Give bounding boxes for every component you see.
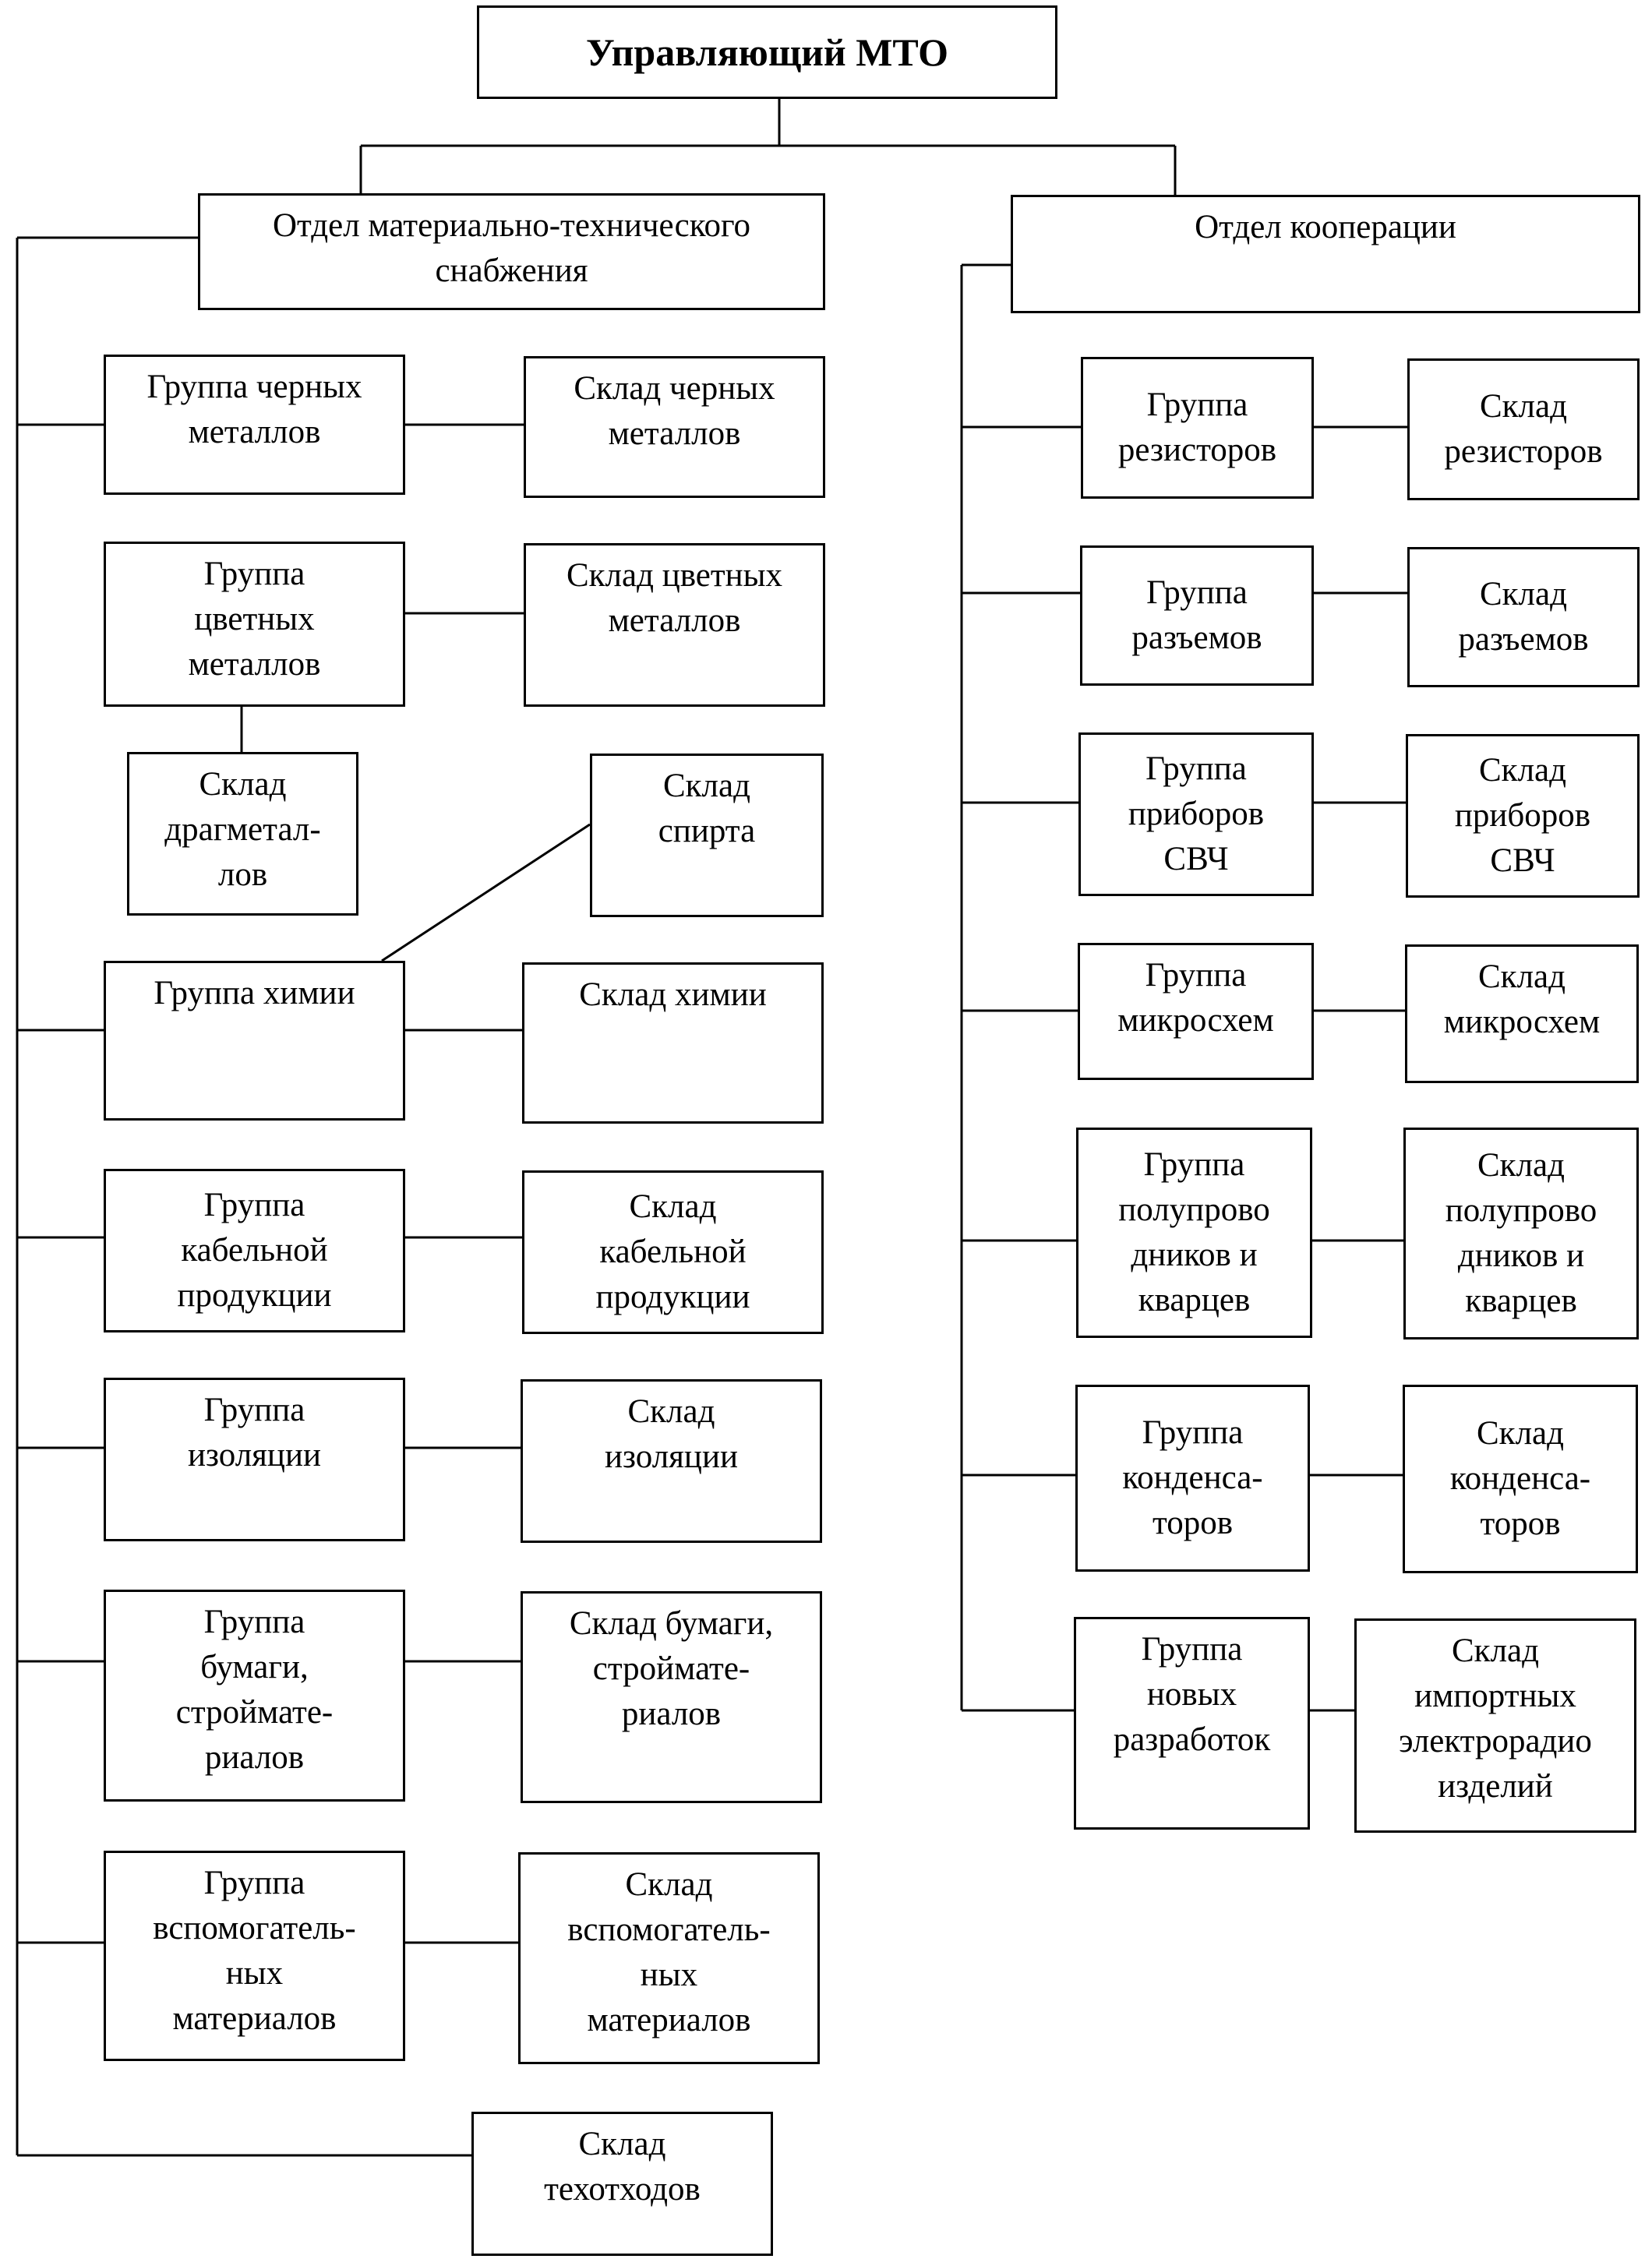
group-resistors: Группа резисторов [1081,357,1314,499]
dept-supply-box: Отдел материально-технического снабжения [198,193,825,310]
warehouse-spirit: Склад спирта [590,754,824,917]
warehouse-connectors-label: Склад разъемов [1458,576,1589,658]
warehouse-precious-metals: Склад драгметал- лов [127,752,358,916]
group-capacitors-label: Группа конденса- торов [1122,1414,1263,1541]
group-paper: Группа бумаги, стройматe- риалов [104,1590,405,1802]
group-black-metals-label: Группа черных металлов [146,369,362,450]
warehouse-waste: Склад техотходов [471,2112,773,2256]
warehouse-insulation-label: Склад изоляции [605,1393,738,1475]
warehouse-cable: Склад кабельной продукции [522,1170,824,1334]
warehouse-microcircuits: Склад микросхем [1405,944,1639,1083]
group-new-developments-label: Группа новых разработок [1113,1631,1271,1758]
root-label: Управляющий МТО [586,30,948,74]
warehouse-paper-label: Склад бумаги, стройматe- риалов [569,1605,774,1732]
dept-supply-label: Отдел материально-технического снабжения [272,207,751,289]
group-semiconductors: Группа полупрово дников и кварцев [1076,1128,1312,1338]
warehouse-microwave-label: Склад приборов СВЧ [1454,752,1591,879]
warehouse-chemistry: Склад химии [522,962,824,1124]
group-capacitors: Группа конденса- торов [1075,1385,1310,1572]
group-semiconductors-label: Группа полупрово дников и кварцев [1118,1146,1270,1318]
group-auxiliary: Группа вспомогатель- ных материалов [104,1851,405,2061]
warehouse-resistors: Склад резисторов [1407,358,1640,500]
group-color-metals-label: Группа цветных металлов [188,556,321,683]
dept-coop-label: Отдел кооперации [1195,209,1456,245]
group-black-metals: Группа черных металлов [104,355,405,495]
group-cable: Группа кабельной продукции [104,1169,405,1332]
warehouse-insulation: Склад изоляции [521,1379,822,1543]
group-chemistry-label: Группа химии [154,975,355,1011]
group-auxiliary-label: Группа вспомогатель- ных материалов [153,1865,356,2037]
group-connectors: Группа разъемов [1080,545,1314,686]
warehouse-precious-metals-label: Склад драгметал- лов [164,766,321,893]
warehouse-cable-label: Склад кабельной продукции [595,1188,750,1315]
group-insulation: Группа изоляции [104,1378,405,1541]
warehouse-auxiliary-label: Склад вспомогатель- ных материалов [567,1866,771,2038]
root-box: Управляющий МТО [477,5,1057,99]
warehouse-microcircuits-label: Склад микросхем [1443,958,1601,1040]
warehouse-chemistry-label: Склад химии [579,976,767,1013]
warehouse-color-metals: Склад цветных металлов [524,543,825,707]
group-microcircuits: Группа микросхем [1078,943,1314,1080]
group-paper-label: Группа бумаги, стройматe- риалов [175,1604,334,1776]
group-insulation-label: Группа изоляции [188,1392,321,1474]
dept-coop-box: Отдел кооперации [1011,195,1640,313]
group-color-metals: Группа цветных металлов [104,542,405,707]
warehouse-auxiliary: Склад вспомогатель- ных материалов [518,1852,820,2064]
group-new-developments: Группа новых разработок [1074,1617,1310,1830]
warehouse-waste-label: Склад техотходов [544,2126,701,2208]
warehouse-capacitors: Склад конденса- торов [1403,1385,1638,1573]
group-microwave: Группа приборов СВЧ [1078,732,1314,896]
warehouse-imported-label: Склад импортных электрорадио изделий [1399,1632,1592,1805]
warehouse-capacitors-label: Склад конденса- торов [1449,1415,1591,1542]
group-cable-label: Группа кабельной продукции [177,1187,332,1314]
warehouse-color-metals-label: Склад цветных металлов [566,557,783,639]
group-connectors-label: Группа разъемов [1131,574,1262,656]
warehouse-imported: Склад импортных электрорадио изделий [1354,1618,1636,1833]
warehouse-connectors: Склад разъемов [1407,547,1640,687]
warehouse-semiconductors: Склад полупрово дников и кварцев [1403,1128,1639,1339]
group-chemistry: Группа химии [104,961,405,1121]
group-microwave-label: Группа приборов СВЧ [1128,750,1265,877]
warehouse-semiconductors-label: Склад полупрово дников и кварцев [1445,1147,1597,1319]
warehouse-spirit-label: Склад спирта [658,768,756,849]
warehouse-black-metals: Склад черных металлов [524,356,825,498]
group-resistors-label: Группа резисторов [1117,386,1277,468]
warehouse-resistors-label: Склад резисторов [1444,388,1603,470]
group-microcircuits-label: Группа микросхем [1117,957,1274,1039]
warehouse-black-metals-label: Склад черных металлов [574,370,775,452]
warehouse-paper: Склад бумаги, стройматe- риалов [521,1591,822,1803]
warehouse-microwave: Склад приборов СВЧ [1406,734,1640,898]
